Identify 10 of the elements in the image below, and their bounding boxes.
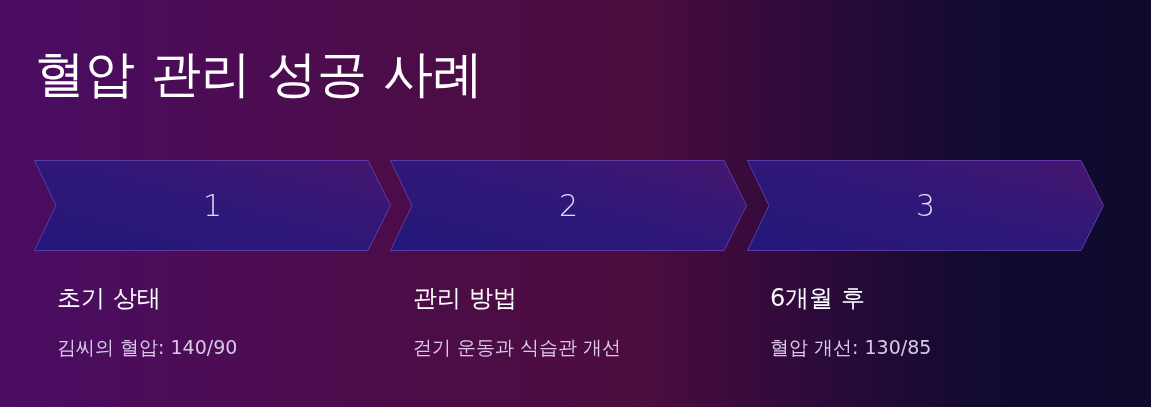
step-description: 김씨의 혈압: 140/90 — [57, 336, 238, 359]
step-heading: 관리 방법 — [413, 284, 517, 313]
step-description: 혈압 개선: 130/85 — [770, 336, 932, 359]
step-number: 3 — [914, 187, 937, 224]
step-heading: 6개월 후 — [770, 284, 865, 313]
step-number: 1 — [201, 187, 224, 224]
step-description: 걷기 운동과 식습관 개선 — [413, 336, 622, 359]
step-heading: 초기 상태 — [57, 284, 161, 313]
step-number: 2 — [557, 187, 580, 224]
diagram-title: 혈압 관리 성공 사례 — [35, 44, 483, 104]
